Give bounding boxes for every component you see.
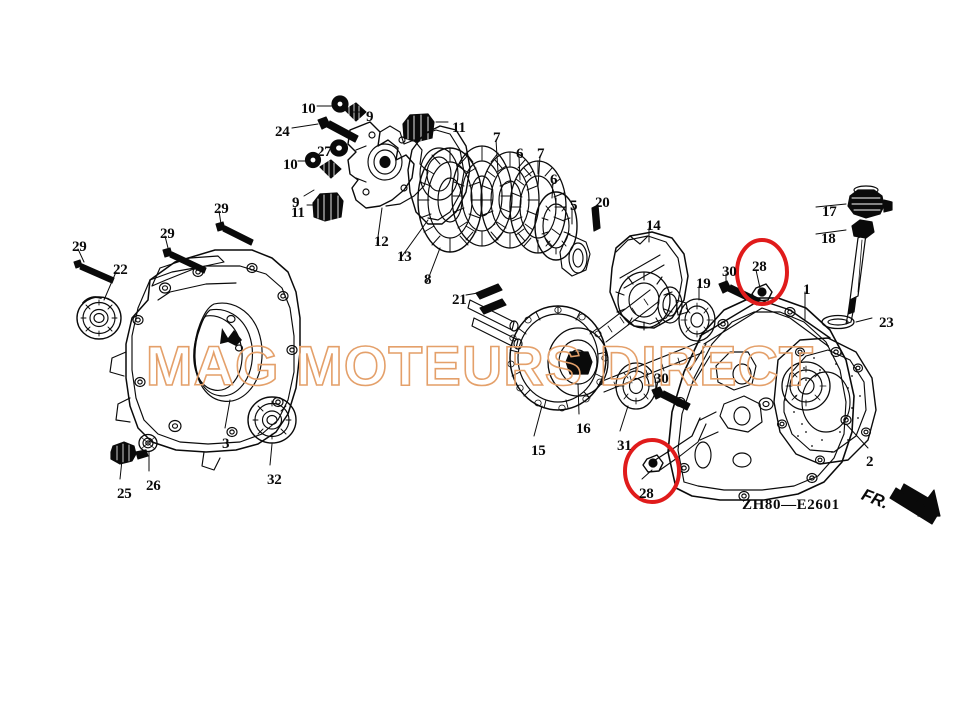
callout-number-29: 29 [72, 239, 87, 255]
callout-number-7: 7 [493, 130, 501, 146]
callout-number-8: 8 [424, 272, 432, 288]
callout-number-28: 28 [752, 259, 767, 275]
bearing-31-part [615, 362, 657, 410]
callout-number-18: 18 [821, 231, 836, 247]
callout-number-29: 29 [160, 226, 175, 242]
callout-number-11: 11 [291, 205, 305, 221]
callout-number-5: 5 [570, 198, 578, 214]
callout-number-14: 14 [646, 218, 661, 234]
dowel-pin-21a-part [475, 283, 503, 300]
chain-run-part [597, 289, 705, 393]
callout-number-6: 6 [550, 172, 558, 188]
callout-number-30: 30 [654, 371, 669, 387]
washer-10a-part [331, 95, 349, 113]
callout-number-1: 1 [803, 282, 811, 298]
drain-plug-part [110, 441, 149, 465]
callout-number-15: 15 [531, 443, 546, 459]
collar-27-part [329, 139, 349, 157]
clutch-plate-7a-part [451, 145, 513, 247]
flange-bolt-29c-part [215, 221, 254, 246]
callout-number-16: 16 [576, 421, 591, 437]
roller-weight-11a-part [402, 113, 435, 143]
callout-number-28: 28 [639, 486, 654, 502]
callout-number-21: 21 [452, 292, 467, 308]
highlight-circle-upper [735, 238, 789, 306]
callout-number-32: 32 [267, 472, 282, 488]
diagram-code-label: ZH80—E2601 [742, 497, 840, 513]
callout-number-3: 3 [222, 436, 230, 452]
driven-sprocket-14-part [609, 231, 689, 331]
callout-number-17: 17 [822, 204, 837, 220]
callout-number-13: 13 [397, 249, 412, 265]
callout-number-22: 22 [113, 262, 128, 278]
callout-number-20: 20 [595, 195, 610, 211]
callout-number-10: 10 [301, 101, 316, 117]
bearing-32-part [247, 396, 297, 444]
callout-number-19: 19 [696, 276, 711, 292]
bearing-22-part [76, 296, 122, 340]
shaft-part [467, 299, 523, 350]
pin-9b-part [319, 159, 342, 179]
callout-number-31: 31 [617, 438, 632, 454]
clutch-center-5-part [534, 191, 591, 277]
callout-number-9: 9 [292, 195, 300, 211]
callout-number-27: 27 [317, 144, 332, 160]
dowel-pin-21b-part [479, 298, 507, 315]
oil-level-gauge-18-part [845, 219, 875, 325]
callout-number-2: 2 [866, 454, 874, 470]
roller-weight-11b-part [312, 192, 344, 222]
front-direction-arrow [889, 483, 941, 525]
callout-number-12: 12 [374, 234, 389, 250]
bolt-24-part [317, 116, 359, 143]
right-crankcase-cover-1-part [651, 297, 855, 502]
callout-number-9: 9 [366, 109, 374, 125]
highlight-circle-lower [623, 438, 681, 504]
callout-number-23: 23 [879, 315, 894, 331]
callout-number-7: 7 [537, 146, 545, 162]
flange-bolt-29b-part [162, 247, 207, 274]
clutch-friction-disc-8-part [417, 147, 483, 253]
callout-number-30: 30 [722, 264, 737, 280]
oil-pipe-joint-28b-part [642, 454, 664, 473]
cam-chain-15-part [507, 305, 609, 412]
callout-number-11: 11 [452, 120, 466, 136]
oil-pipe-joint-28a-part [751, 283, 773, 302]
dowel-pin-20-part [591, 204, 601, 232]
callout-number-6: 6 [516, 146, 524, 162]
sealing-washer-26-part [138, 433, 158, 453]
bearing-19-part [678, 298, 716, 342]
o-ring-23-part [821, 314, 855, 330]
callout-number-26: 26 [146, 478, 161, 494]
callout-number-25: 25 [117, 486, 132, 502]
callout-number-29: 29 [214, 201, 229, 217]
oil-filler-cap-17-part [847, 185, 893, 219]
washer-10b-part [304, 151, 322, 169]
flange-bolt-29a-part [73, 259, 115, 284]
clutch-plate-7b-part [509, 160, 567, 254]
callout-number-10: 10 [283, 157, 298, 173]
callout-number-24: 24 [275, 124, 290, 140]
gasket-2-part [773, 337, 877, 465]
